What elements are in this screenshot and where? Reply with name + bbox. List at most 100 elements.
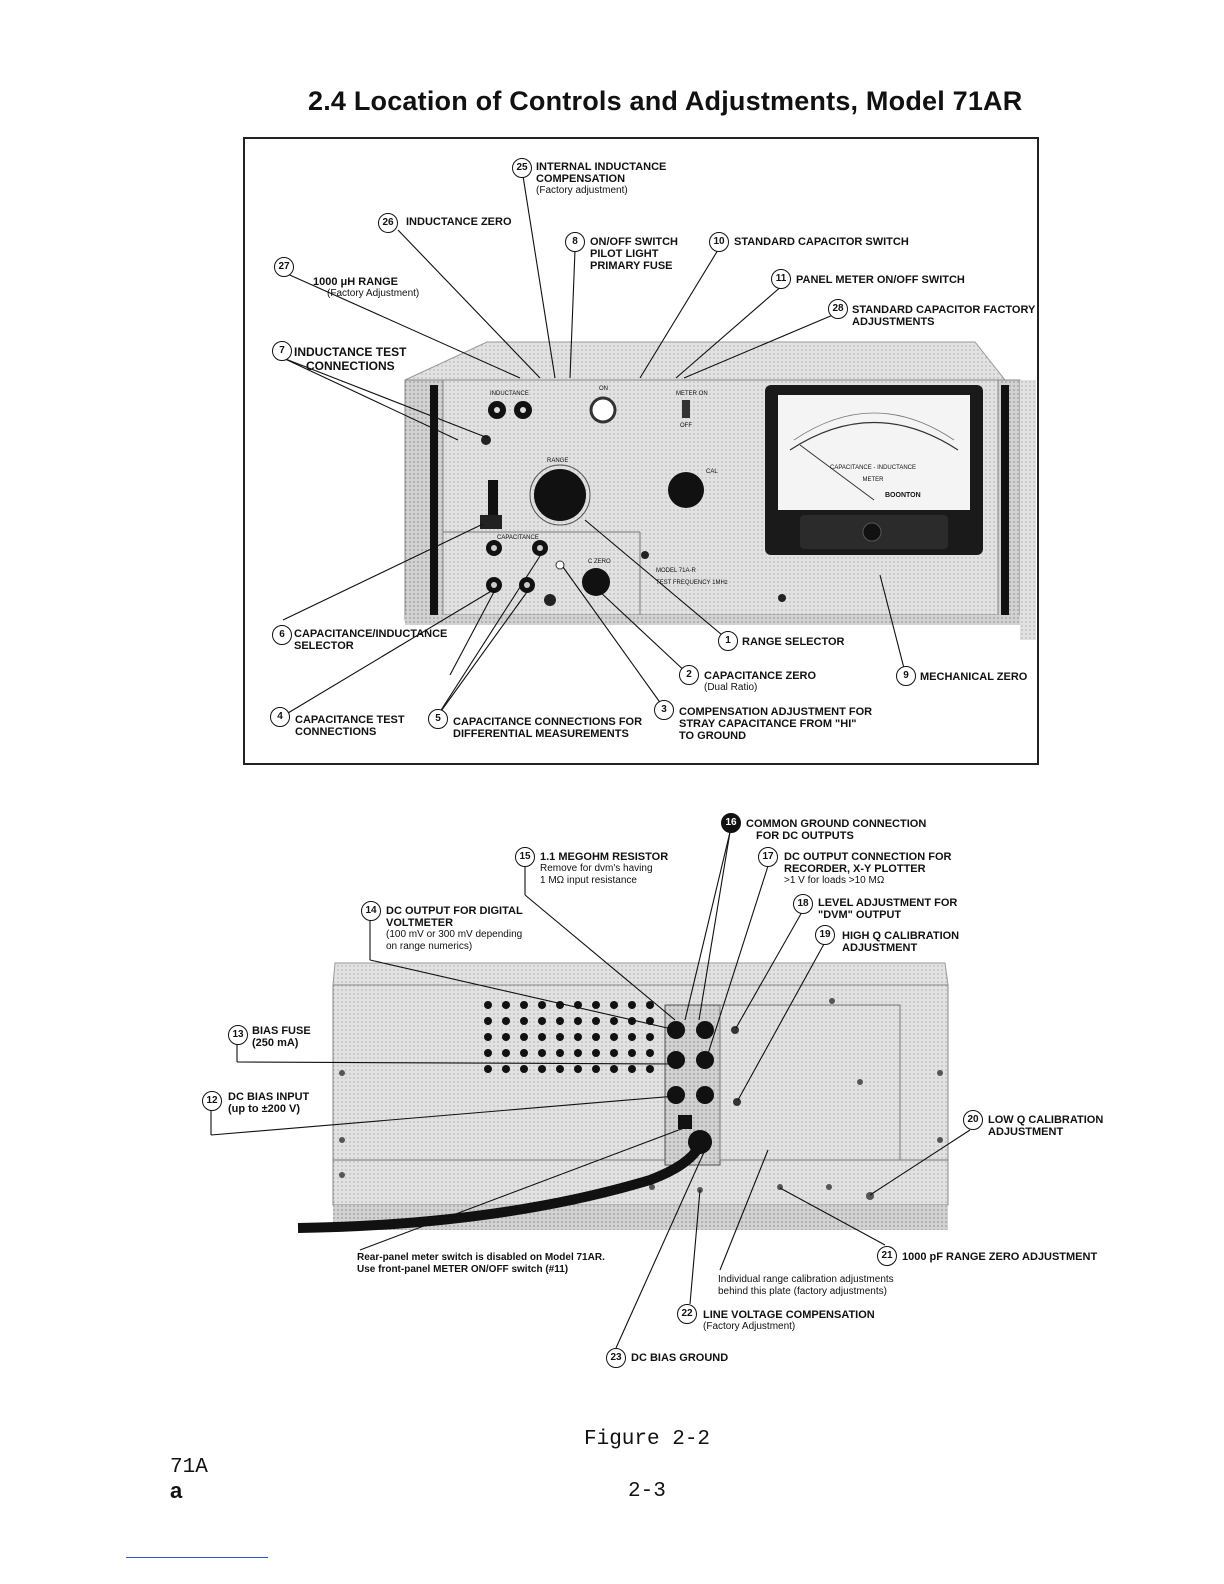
callout-line: ADJUSTMENT <box>842 942 918 954</box>
callout-line: COMPENSATION <box>536 173 626 185</box>
meter-switch-note: Rear-panel meter switch is disabled on M… <box>357 1252 605 1275</box>
model-plate-line-1: MODEL 71A-R <box>656 568 696 574</box>
callout-number: 13 <box>228 1025 248 1045</box>
callout-label: PANEL METER ON/OFF SWITCH <box>796 274 965 286</box>
callout-line: DIFFERENTIAL MEASUREMENTS <box>453 728 629 740</box>
callout-label: 1.1 MEGOHM RESISTOR Remove for dvm's hav… <box>540 851 668 887</box>
callout-number: 3 <box>654 700 674 720</box>
callout-label: RANGE SELECTOR <box>742 636 844 648</box>
callout-line: DC BIAS GROUND <box>631 1352 729 1364</box>
callout-number: 17 <box>758 847 778 867</box>
callout-number: 5 <box>428 709 448 729</box>
callout-label: DC BIAS GROUND <box>631 1352 728 1364</box>
callout-label: DC OUTPUT CONNECTION FOR RECORDER, X-Y P… <box>784 851 951 887</box>
rear-leader-lines <box>210 831 971 1349</box>
callout-line: PILOT LIGHT <box>590 248 659 260</box>
callout-number: 4 <box>270 707 290 727</box>
callout-number: 28 <box>828 299 848 319</box>
callout-sub: (Factory Adjustment) <box>327 288 420 299</box>
panel-meter-on-label: METER ON <box>676 391 708 397</box>
callout-label: CAPACITANCE ZERO (Dual Ratio) <box>704 670 816 694</box>
panel-off-label: OFF <box>680 423 692 429</box>
callout-label: ON/OFF SWITCH PILOT LIGHT PRIMARY FUSE <box>590 236 678 272</box>
callout-line: SELECTOR <box>294 640 354 652</box>
panel-zero-label: C ZERO <box>588 559 611 565</box>
front-leader-lines <box>282 175 907 719</box>
callout-line: ADJUSTMENTS <box>852 316 935 328</box>
panel-range-label: RANGE <box>547 458 569 464</box>
callout-number: 8 <box>565 232 585 252</box>
callout-number: 27 <box>274 257 294 277</box>
callout-label: LOW Q CALIBRATION ADJUSTMENT <box>988 1114 1103 1138</box>
callout-line: HIGH Q CALIBRATION <box>842 930 960 942</box>
model-code: 71A <box>170 1456 208 1479</box>
callout-number: 11 <box>771 269 791 289</box>
callout-number: 25 <box>512 158 532 178</box>
callout-line: ON/OFF SWITCH <box>590 236 678 248</box>
callout-sub: >1 V for loads >10 MΩ <box>784 875 885 886</box>
callout-number: 2 <box>679 665 699 685</box>
callout-line: DC BIAS INPUT <box>228 1091 310 1103</box>
callout-sub: Remove for dvm's having 1 MΩ input resis… <box>540 863 653 886</box>
callout-label: COMPENSATION ADJUSTMENT FOR STRAY CAPACI… <box>679 706 872 742</box>
callout-sub: (Factory Adjustment) <box>703 1321 796 1332</box>
callout-line: CAPACITANCE/INDUCTANCE <box>294 628 448 640</box>
callout-line: MECHANICAL ZERO <box>920 671 1028 683</box>
callout-label: 1000 μH RANGE (Factory Adjustment) <box>313 276 419 300</box>
callout-line: STANDARD CAPACITOR SWITCH <box>734 236 909 248</box>
callout-line: LINE VOLTAGE COMPENSATION <box>703 1309 875 1321</box>
callout-line: (250 mA) <box>252 1037 299 1049</box>
callout-line: CAPACITANCE TEST <box>295 714 405 726</box>
callout-sub: (Factory adjustment) <box>536 185 628 196</box>
callout-label: HIGH Q CALIBRATION ADJUSTMENT <box>842 930 959 954</box>
callout-sub: (Dual Ratio) <box>704 682 758 693</box>
callout-line: 1000 pF RANGE ZERO ADJUSTMENT <box>902 1251 1098 1263</box>
callout-number: 21 <box>877 1246 897 1266</box>
callout-line: CAPACITANCE ZERO <box>704 670 817 682</box>
callout-line: 1.1 MEGOHM RESISTOR <box>540 851 669 863</box>
callout-sub: (100 mV or 300 mV depending on range num… <box>386 929 523 952</box>
meter-line-1: CAPACITANCE - INDUCTANCE <box>829 465 916 471</box>
callout-line: FOR DC OUTPUTS <box>756 830 854 842</box>
callout-label: INTERNAL INDUCTANCE COMPENSATION (Factor… <box>536 161 666 197</box>
callout-line: INDUCTANCE TEST <box>294 345 407 359</box>
callout-label: CAPACITANCE CONNECTIONS FOR DIFFERENTIAL… <box>453 716 642 740</box>
plate-note: Individual range calibration adjustments… <box>718 1274 894 1297</box>
callout-number: 14 <box>361 901 381 921</box>
callout-line: CAPACITANCE CONNECTIONS FOR <box>453 716 643 728</box>
callout-number: 23 <box>606 1348 626 1368</box>
callout-label: DC BIAS INPUT (up to ±200 V) <box>228 1091 309 1115</box>
callout-label: MECHANICAL ZERO <box>920 671 1027 683</box>
callout-number: 26 <box>378 213 398 233</box>
callout-line: 1000 μH RANGE <box>313 276 398 288</box>
model-plate: MODEL 71A-R TEST FREQUENCY 1MHz <box>656 565 728 589</box>
callout-line: TO GROUND <box>679 730 747 742</box>
callout-line: PANEL METER ON/OFF SWITCH <box>796 274 965 286</box>
callout-label: LEVEL ADJUSTMENT FOR "DVM" OUTPUT <box>818 897 957 921</box>
rear-instrument <box>297 962 949 1233</box>
callout-line: RECORDER, X-Y PLOTTER <box>784 863 926 875</box>
callout-label: CAPACITANCE/INDUCTANCE SELECTOR <box>294 628 447 652</box>
callout-line: INTERNAL INDUCTANCE <box>536 161 667 173</box>
callout-label: INDUCTANCE ZERO <box>406 216 512 228</box>
front-instrument <box>404 341 1036 640</box>
callout-line: LOW Q CALIBRATION <box>988 1114 1104 1126</box>
callout-number: 19 <box>815 925 835 945</box>
callout-number: 20 <box>963 1110 983 1130</box>
panel-inductance-label: INDUCTANCE <box>490 391 529 397</box>
callout-number: 22 <box>677 1304 697 1324</box>
page-mark: a <box>170 1478 183 1503</box>
meter-brand: BOONTON <box>885 492 921 499</box>
callout-label: INDUCTANCE TEST CONNECTIONS <box>294 345 406 373</box>
callout-label: LINE VOLTAGE COMPENSATION (Factory Adjus… <box>703 1309 875 1333</box>
callout-number: 1 <box>718 631 738 651</box>
meter-face-text: CAPACITANCE - INDUCTANCE METER <box>818 462 928 486</box>
callout-number: 16 <box>721 813 741 833</box>
callout-label: 1000 pF RANGE ZERO ADJUSTMENT <box>902 1251 1097 1263</box>
meter-line-2: METER <box>862 477 884 483</box>
callout-number: 9 <box>896 666 916 686</box>
panel-capacitance-label: CAPACITANCE <box>497 535 539 541</box>
callout-label: COMMON GROUND CONNECTION FOR DC OUTPUTS <box>746 818 926 842</box>
callout-label: STANDARD CAPACITOR FACTORY ADJUSTMENTS <box>852 304 1035 328</box>
callout-label: CAPACITANCE TEST CONNECTIONS <box>295 714 405 738</box>
